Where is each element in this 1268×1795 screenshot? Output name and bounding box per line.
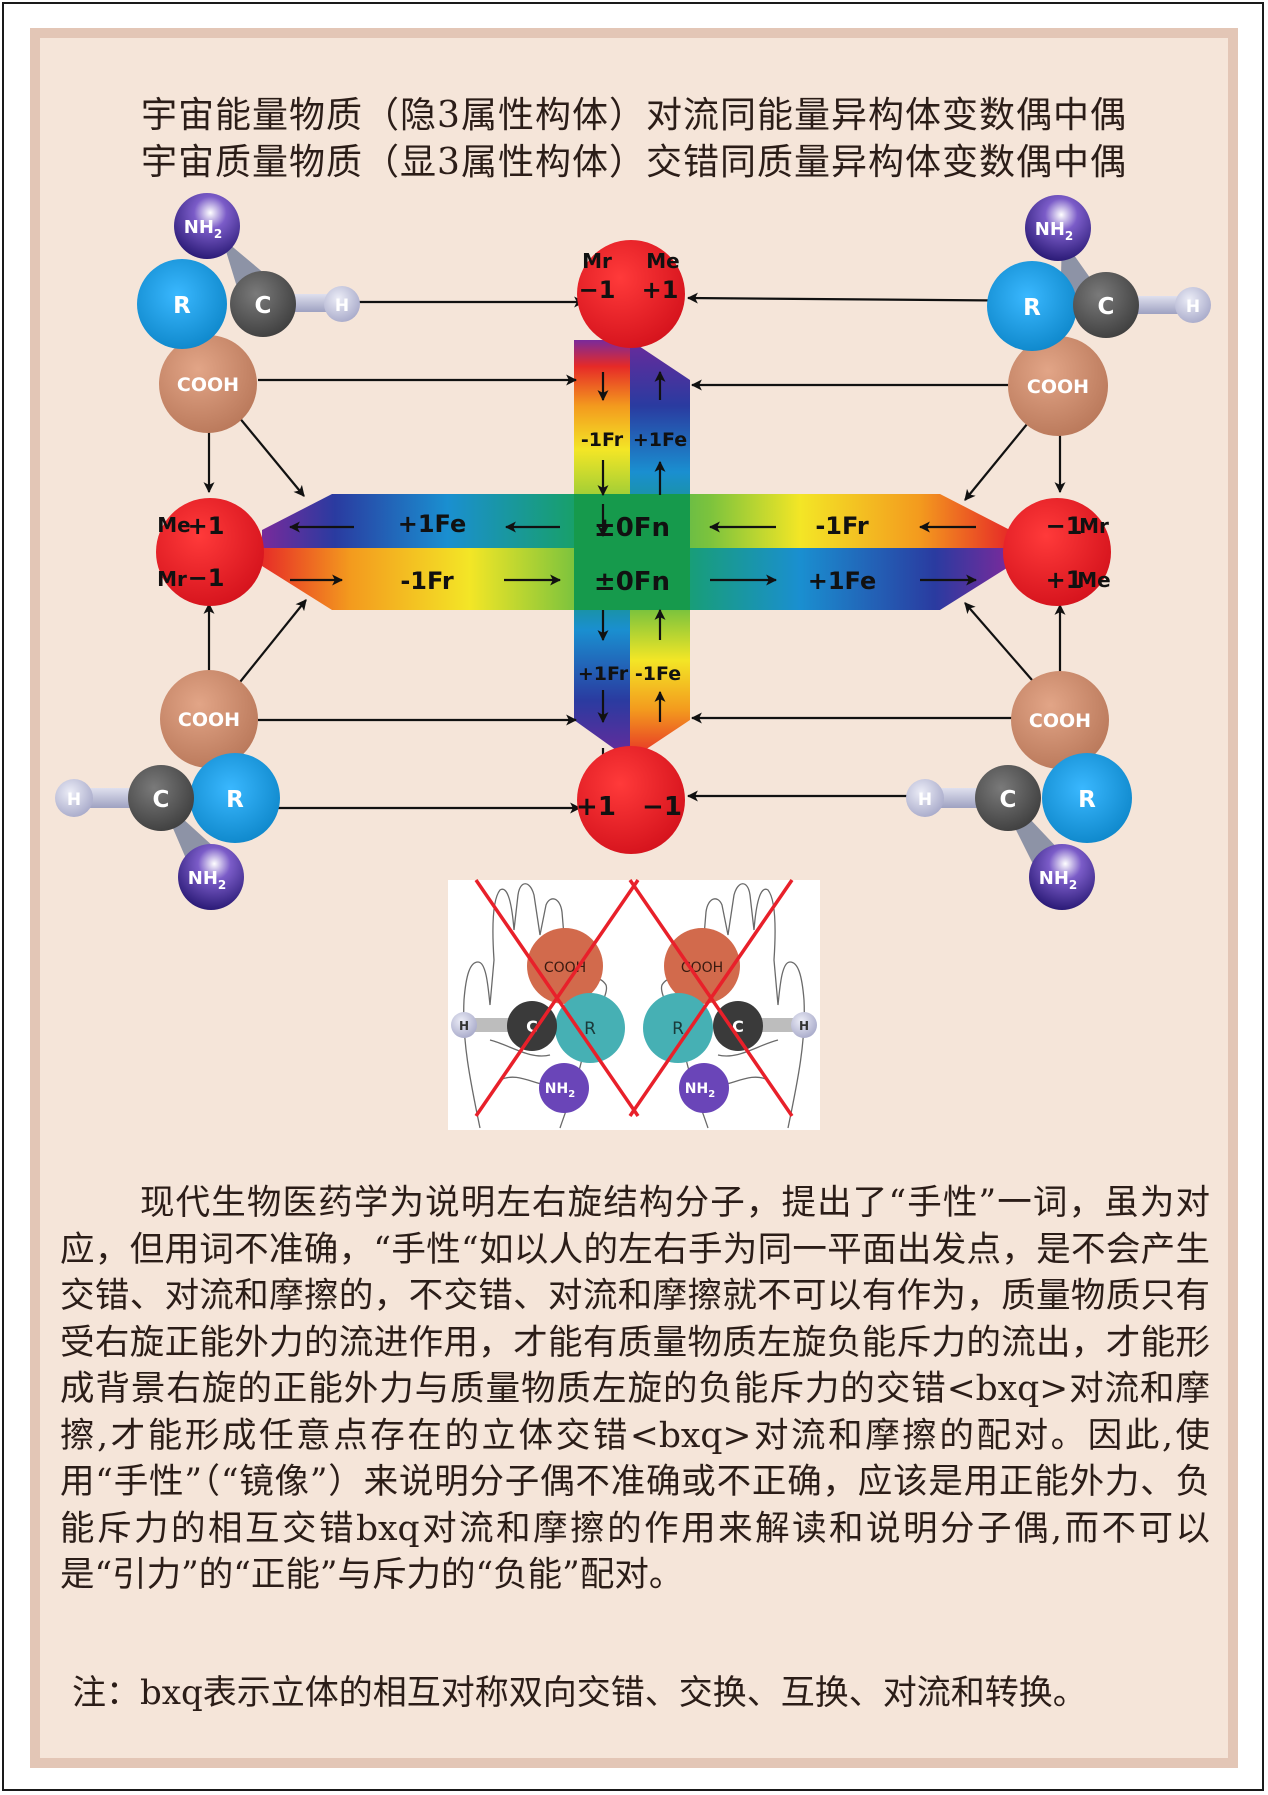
hydrogen-label: H	[335, 296, 349, 316]
carboxyl-label: COOH	[178, 709, 240, 731]
node-left-top-value: +1	[188, 512, 225, 540]
center-zone	[574, 494, 690, 610]
carbon-label: C	[1000, 787, 1017, 813]
node-right-top-value: −1	[1046, 512, 1083, 540]
hydrogen-label: H	[918, 790, 932, 810]
svg-text:H: H	[799, 1019, 809, 1033]
svg-text:NH2: NH2	[1039, 868, 1078, 892]
svg-text:NH2: NH2	[188, 868, 227, 892]
side-group-label: R	[173, 293, 191, 319]
node-top: Mr −1 Me +1	[577, 240, 685, 348]
band-label-h-top-right: -1Fr	[815, 512, 869, 540]
red-cross-marks	[474, 879, 794, 1117]
svg-text:NH2: NH2	[685, 1081, 715, 1100]
side-group-label: R	[1023, 295, 1041, 321]
carbon-label: C	[153, 787, 170, 813]
hand-molecule-right: H COOH R C NH2	[643, 928, 817, 1113]
side-group-label: R	[1078, 787, 1096, 813]
carboxyl-label: COOH	[177, 374, 239, 396]
footnote: 注：bxq表示立体的相互对称双向交错、交换、互换、对流和转换。	[72, 1673, 1087, 1713]
band-label-h-top-left: +1Fe	[398, 510, 467, 538]
vertical-band-top	[574, 340, 690, 500]
node-top-left-name: Mr	[582, 249, 612, 273]
molecule-bottom-left: H COOH R C NH2	[55, 670, 280, 910]
band-label-v-top-right: +1Fe	[633, 429, 687, 451]
carbon-label: C	[1098, 294, 1115, 320]
hands-image: H COOH R C NH2 H COOH R C NH2	[448, 879, 820, 1130]
node-left-top-name: Me	[157, 513, 190, 537]
node-bottom-left-value: +1	[576, 792, 616, 822]
node-right-bottom-value: +1	[1046, 566, 1083, 594]
svg-text:R: R	[672, 1019, 684, 1039]
node-bottom: +1 −1	[576, 746, 685, 854]
band-label-h-bottom-center: ±0Fn	[594, 567, 670, 597]
node-bottom-right-value: −1	[642, 792, 682, 822]
title-line-1: 宇宙能量物质（隐3属性构体）对流同能量异构体变数偶中偶	[141, 95, 1127, 136]
molecule-top-left: H COOH R C NH2	[137, 193, 360, 433]
svg-text:NH2: NH2	[184, 217, 223, 241]
carboxyl-label: COOH	[1027, 376, 1089, 398]
molecule-top-right: H COOH R C NH2	[987, 195, 1211, 436]
band-label-v-bottom-right: -1Fe	[635, 663, 681, 685]
carbon-label: C	[255, 293, 272, 319]
svg-text:C: C	[526, 1017, 538, 1036]
band-label-h-bottom-right: +1Fe	[808, 567, 877, 595]
svg-text:R: R	[584, 1019, 596, 1039]
node-right-bottom-name: Me	[1077, 568, 1110, 592]
side-group-label: R	[226, 787, 244, 813]
band-label-h-top-center: ±0Fn	[594, 513, 670, 543]
svg-text:NH2: NH2	[545, 1081, 575, 1100]
band-label-v-bottom-left: +1Fr	[578, 663, 629, 685]
node-right: −1 Mr +1 Me	[1003, 498, 1111, 606]
node-top-right-name: Me	[646, 249, 679, 273]
connector-arrows	[203, 292, 1191, 814]
node-left: Me +1 Mr −1	[156, 498, 264, 606]
molecule-bottom-right: H COOH R C NH2	[906, 671, 1132, 910]
band-label-h-bottom-left: -1Fr	[400, 567, 454, 595]
svg-text:C: C	[732, 1017, 744, 1036]
molecule-flow-diagram: Mr −1 Me +1 +1 −1 Me +1 Mr −1 −1 Mr +1 M…	[55, 193, 1211, 1130]
node-left-bottom-name: Mr	[157, 567, 187, 591]
title-line-2: 宇宙质量物质（显3属性构体）交错同质量异构体变数偶中偶	[141, 142, 1127, 183]
explanation-paragraph: 现代生物医药学为说明左右旋结构分子，提出了“手性”一词，虽为对应，但用词不准确，…	[60, 1183, 1210, 1595]
carboxyl-label: COOH	[1029, 710, 1091, 732]
node-right-top-name: Mr	[1079, 514, 1109, 538]
svg-text:H: H	[459, 1019, 469, 1033]
svg-text:NH2: NH2	[1035, 219, 1074, 243]
node-top-right-value: +1	[642, 276, 679, 304]
node-top-left-value: −1	[579, 276, 616, 304]
hydrogen-label: H	[1186, 297, 1200, 317]
hydrogen-label: H	[67, 790, 81, 810]
band-label-v-top-left: -1Fr	[581, 429, 624, 451]
node-left-bottom-value: −1	[188, 564, 225, 592]
hand-molecule-left: H COOH R C NH2	[451, 928, 625, 1113]
